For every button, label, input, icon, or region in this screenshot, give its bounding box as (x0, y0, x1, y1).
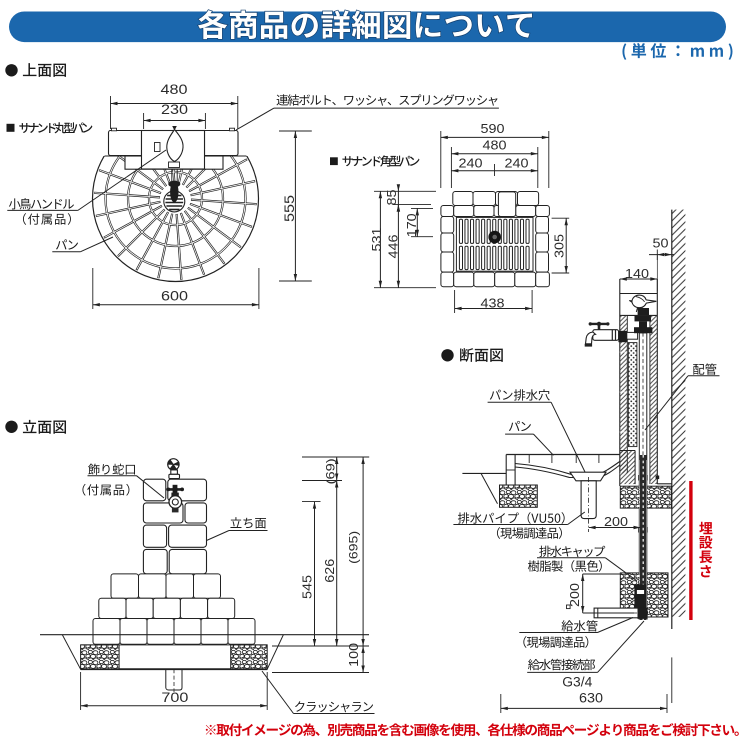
svg-text:100: 100 (346, 643, 361, 667)
svg-text:170: 170 (404, 213, 419, 237)
svg-text:531: 531 (369, 228, 384, 252)
svg-text:446: 446 (385, 235, 400, 259)
svg-text:630: 630 (579, 691, 603, 706)
svg-text:G3/4: G3/4 (562, 675, 592, 690)
svg-text:240: 240 (459, 156, 483, 171)
svg-text:(695): (695) (346, 531, 360, 564)
svg-text:240: 240 (505, 156, 529, 171)
svg-text:85: 85 (384, 190, 399, 206)
svg-text:200: 200 (604, 514, 628, 529)
svg-text:50: 50 (653, 236, 669, 251)
svg-text:700: 700 (161, 690, 188, 705)
svg-text:230: 230 (161, 102, 188, 117)
svg-text:555: 555 (282, 195, 297, 222)
svg-text:600: 600 (161, 289, 188, 304)
svg-text:480: 480 (483, 138, 507, 153)
svg-text:545: 545 (300, 575, 315, 599)
svg-text:626: 626 (322, 559, 337, 583)
svg-text:438: 438 (481, 296, 505, 311)
svg-text:590: 590 (481, 121, 505, 136)
svg-text:200: 200 (567, 583, 582, 607)
svg-text:140: 140 (625, 266, 649, 281)
svg-text:305: 305 (552, 234, 567, 258)
svg-text:(69): (69) (323, 458, 337, 484)
svg-text:480: 480 (161, 82, 188, 97)
